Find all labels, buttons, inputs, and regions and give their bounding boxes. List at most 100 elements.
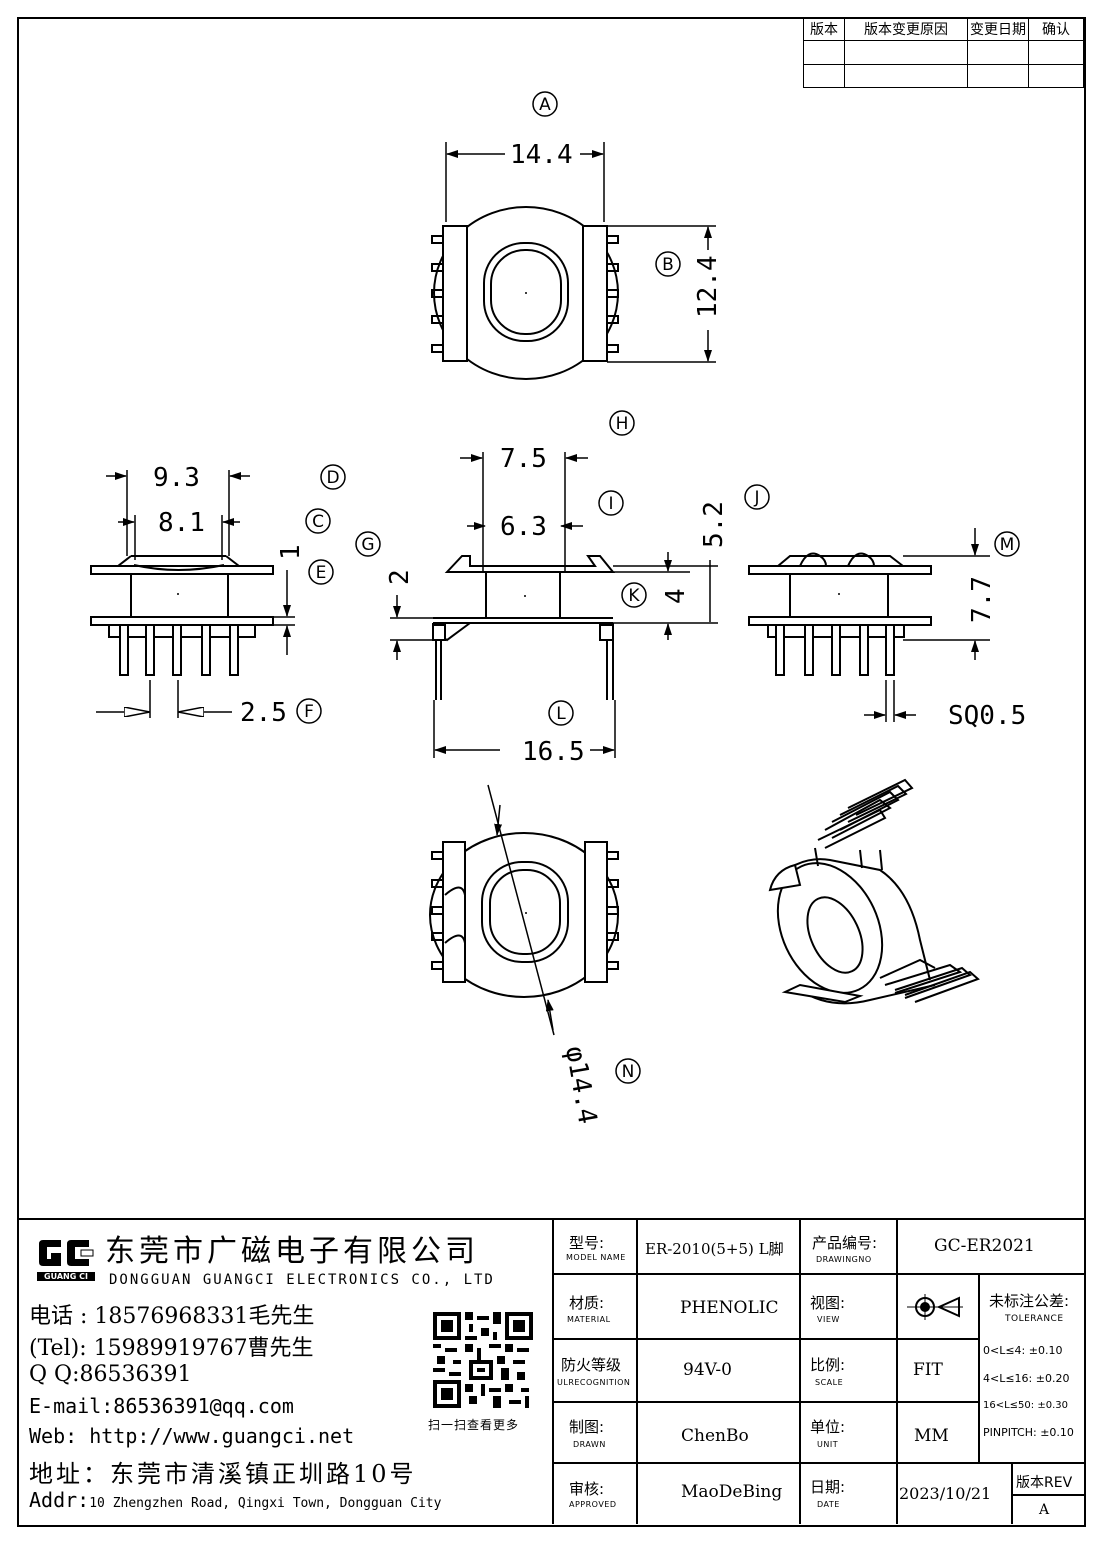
callout-k [621, 582, 647, 608]
product-no-label-en: DRAWINGNO [816, 1255, 872, 1264]
rev-label: 版本REV [1016, 1475, 1073, 1491]
rev-cell [844, 63, 968, 89]
callout-b-letter: B [662, 255, 674, 275]
right-side-view [748, 528, 990, 722]
title-block: GUANG CI 东莞市广磁电子有限公司 DONGGUAN GUANGCI EL… [17, 1218, 1084, 1525]
scale-label-en: SCALE [815, 1378, 844, 1387]
callout-b [655, 251, 681, 277]
address-en: 10 Zhengzhen Road, Qingxi Town, Dongguan… [89, 1496, 442, 1511]
qr-code-icon [433, 1312, 533, 1408]
qr-caption: 扫一扫查看更多 [428, 1418, 520, 1432]
bottom-view-pins [431, 851, 619, 970]
qq-number: Q Q:86536391 [29, 1362, 192, 1387]
callout-i [598, 490, 624, 516]
callout-e [308, 559, 334, 585]
product-no-label-cn: 产品编号: [812, 1234, 878, 1252]
dim-l-value: 16.5 [522, 737, 585, 767]
title-block-grid [17, 1218, 1084, 1524]
qr-code [433, 1312, 533, 1408]
left-view-pins [119, 624, 239, 676]
iso-pins-top [814, 778, 914, 871]
callout-n [615, 1058, 641, 1084]
model-label-en: MODEL NAME [566, 1253, 626, 1262]
fire-label-cn: 防火等级 [561, 1356, 622, 1374]
dim-f-value: 2.5 [240, 698, 287, 728]
dim-e-value: 1 [276, 544, 306, 560]
logo-caption: GUANG CI [37, 1272, 95, 1281]
unit-label-cn: 单位: [810, 1418, 846, 1436]
dim-d-value: 9.3 [153, 463, 200, 493]
dim-m-value: 7.7 [967, 576, 997, 623]
unit-label-en: UNIT [817, 1440, 839, 1449]
date-value: 2023/10/21 [899, 1484, 992, 1503]
dim-g-value: 2 [385, 569, 415, 585]
phone-2: (Tel): 15989919767曹先生 [29, 1336, 314, 1361]
callout-a [532, 91, 558, 117]
product-no-value: GC-ER2021 [934, 1236, 1035, 1256]
approved-label-cn: 审核: [569, 1480, 605, 1498]
website-link[interactable]: Web: http://www.guangci.net [29, 1424, 355, 1448]
rev-cell [967, 63, 1029, 89]
projection-symbol-icon [907, 1294, 963, 1320]
tolerance-title: 未标注公差: [989, 1292, 1070, 1310]
bottom-view [429, 784, 619, 1036]
right-view-pins [775, 624, 895, 676]
callout-d-letter: D [326, 468, 339, 488]
fire-value: 94V-0 [683, 1360, 732, 1380]
callout-c [305, 508, 331, 534]
model-value: ER-2010(5+5) L脚 [645, 1240, 784, 1258]
technical-drawing: A B D C E F G H I J K L M N 14.4 12.4 9.… [90, 91, 1026, 1126]
address-en-label: Addr: [29, 1488, 90, 1512]
scale-value: FIT [913, 1360, 943, 1380]
phone-1: 电话 : 18576968331毛先生 [29, 1304, 315, 1329]
iso-pins-bottom [879, 958, 980, 1003]
callout-m-letter: M [1000, 535, 1015, 555]
isometric-view [768, 778, 980, 1005]
dim-sq-value: SQ0.5 [948, 701, 1026, 731]
view-label-en: VIEW [817, 1315, 840, 1324]
dim-c-value: 8.1 [158, 508, 205, 538]
callout-g-letter: G [361, 535, 374, 555]
callout-l [548, 700, 574, 726]
dim-b-value: 12.4 [693, 255, 723, 318]
approved-value: MaoDeBing [681, 1482, 783, 1502]
callout-f [296, 698, 322, 724]
drawn-label-cn: 制图: [569, 1418, 605, 1436]
rev-header-reason: 版本变更原因 [844, 16, 968, 42]
model-label-cn: 型号: [569, 1234, 605, 1252]
email-address[interactable]: E-mail:86536391@qq.com [29, 1394, 294, 1418]
callout-g [355, 531, 381, 557]
callout-h [609, 410, 635, 436]
callout-j [744, 484, 770, 510]
gc-logo-icon [39, 1240, 94, 1266]
company-logo: GUANG CI [37, 1236, 95, 1281]
callout-l-letter: L [556, 704, 566, 724]
callout-d [320, 464, 346, 490]
date-label-cn: 日期: [810, 1478, 846, 1496]
rev-cell [803, 63, 845, 89]
top-view-pins-right [606, 235, 619, 353]
tolerance-row-4: PINPITCH: ±0.10 [983, 1426, 1074, 1439]
dim-a-value: 14.4 [510, 140, 573, 170]
company-name-en: DONGGUAN GUANGCI ELECTRONICS CO., LTD [109, 1272, 495, 1288]
top-view [431, 142, 716, 380]
drawn-label-en: DRAWN [573, 1440, 606, 1449]
front-section-view [390, 452, 718, 758]
rev-value: A [1039, 1502, 1050, 1518]
view-label-cn: 视图: [810, 1294, 846, 1312]
callout-j-letter: J [753, 488, 759, 508]
revision-table: 版本 版本变更原因 变更日期 确认 [803, 16, 1084, 89]
approved-label-en: APPROVED [569, 1500, 617, 1509]
address-cn: 地址：东莞市清溪镇正圳路10号 [29, 1460, 417, 1488]
drawing-frame [17, 17, 1086, 1527]
material-label-cn: 材质: [569, 1294, 605, 1312]
callout-f-letter: F [304, 702, 314, 722]
dim-i-value: 6.3 [500, 512, 547, 542]
tolerance-row-3: 16<L≤50: ±0.30 [983, 1400, 1068, 1411]
top-view-pins-left [431, 235, 444, 353]
callout-i-letter: I [608, 494, 613, 514]
callout-c-letter: C [312, 512, 324, 532]
scale-label-cn: 比例: [810, 1356, 846, 1374]
tolerance-row-2: 4<L≤16: ±0.20 [983, 1372, 1070, 1385]
company-name-cn: 东莞市广磁电子有限公司 [105, 1234, 479, 1269]
